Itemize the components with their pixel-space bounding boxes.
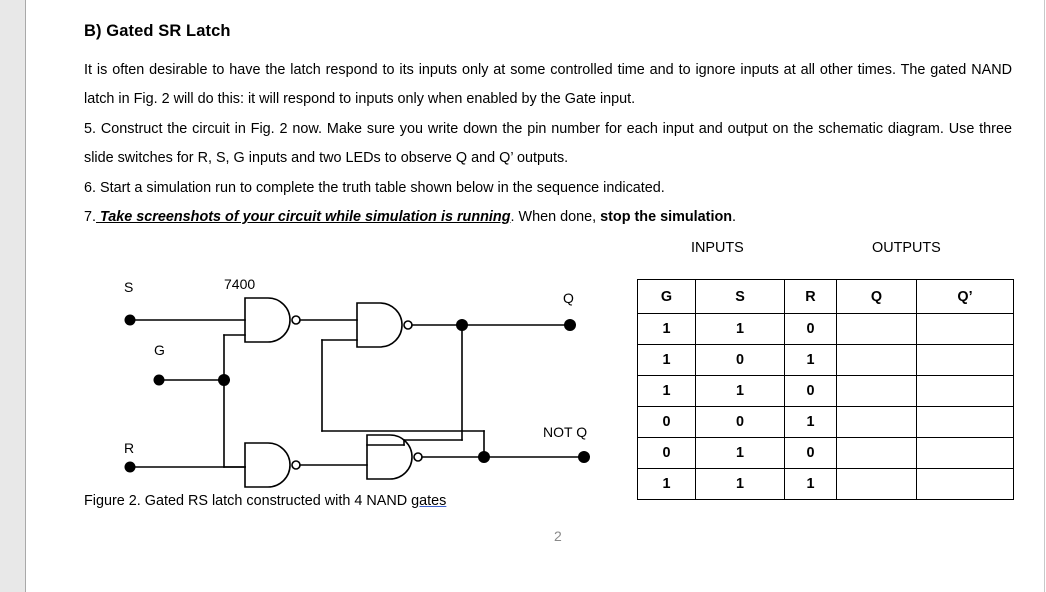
nand-gate-2 xyxy=(356,302,403,348)
junction-g xyxy=(218,374,230,386)
truth-table-cell-input: 0 xyxy=(784,375,837,407)
step-7-emphasis: Take screenshots of your circuit while s… xyxy=(96,209,511,225)
step-7-middle: . When done, xyxy=(510,209,601,225)
document-content: B) Gated SR Latch It is often desirable … xyxy=(84,0,1014,592)
paragraph-step-5-text: 5. Construct the circuit in Fig. 2 now. … xyxy=(84,121,1012,166)
truth-table-cell-output[interactable] xyxy=(916,468,1014,500)
truth-table-cell-input: 0 xyxy=(695,406,785,438)
document-left-gutter xyxy=(0,0,26,592)
step-7-number: 7. xyxy=(84,209,97,225)
truth-table-cell-input: 0 xyxy=(695,344,785,376)
truth-table-cell-input: 1 xyxy=(637,375,696,407)
truth-table-cell-input: 1 xyxy=(695,468,785,500)
label-g: G xyxy=(154,342,165,358)
truth-table-cell-output[interactable] xyxy=(836,406,917,438)
truth-table-header-S: S xyxy=(695,279,785,314)
truth-table-header-G: G xyxy=(637,279,696,314)
paragraph-step-7: 7. Take screenshots of your circuit whil… xyxy=(84,203,1012,232)
paragraph-intro-text: It is often desirable to have the latch … xyxy=(84,62,1012,107)
junction-notq xyxy=(478,451,490,463)
truth-table-cell-output[interactable] xyxy=(916,313,1014,345)
truth-table-cell-input: 0 xyxy=(637,406,696,438)
truth-table-cell-input: 1 xyxy=(695,375,785,407)
truth-table-cell-output[interactable] xyxy=(836,437,917,469)
truth-table-cell-input: 1 xyxy=(784,468,837,500)
truth-table-header-R: R xyxy=(784,279,837,314)
label-r: R xyxy=(124,440,134,456)
label-7400: 7400 xyxy=(224,276,255,292)
label-q: Q xyxy=(563,290,574,306)
truth-table-cell-input: 1 xyxy=(637,344,696,376)
terminal-r xyxy=(124,461,136,473)
truth-table-header-Q’: Q’ xyxy=(916,279,1014,314)
truth-table-cell-output[interactable] xyxy=(916,344,1014,376)
truth-table-cell-output[interactable] xyxy=(836,468,917,500)
paragraph-step-5: 5. Construct the circuit in Fig. 2 now. … xyxy=(84,115,1012,173)
junction-q xyxy=(456,319,468,331)
step-7-bold: stop the simulation xyxy=(600,209,733,225)
truth-table-cell-output[interactable] xyxy=(916,375,1014,407)
truth-table-cell-output[interactable] xyxy=(916,406,1014,438)
truth-table-cell-input: 0 xyxy=(637,437,696,469)
nand-gate-3 xyxy=(244,442,291,488)
step-7-suffix: . xyxy=(732,209,737,225)
terminal-s xyxy=(124,314,136,326)
figure-caption-text: Figure 2. Gated RS latch constructed wit… xyxy=(84,493,412,509)
truth-table-cell-input: 1 xyxy=(695,437,785,469)
label-inputs: INPUTS xyxy=(691,240,744,256)
paragraph-step-6: 6. Start a simulation run to complete th… xyxy=(84,174,1012,203)
truth-table-cell-input: 0 xyxy=(784,437,837,469)
truth-table-cell-output[interactable] xyxy=(916,437,1014,469)
nand-gate-1 xyxy=(244,297,291,343)
truth-table-cell-input: 1 xyxy=(637,313,696,345)
label-outputs: OUTPUTS xyxy=(872,240,941,256)
label-not-q: NOT Q xyxy=(543,424,587,440)
truth-table-cell-output[interactable] xyxy=(836,375,917,407)
circuit-diagram: S G R 7400 Q NOT Q xyxy=(84,255,604,500)
label-s: S xyxy=(124,279,133,295)
figure-caption-spellcheck-word: gates xyxy=(411,493,447,509)
paragraph-intro: It is often desirable to have the latch … xyxy=(84,56,1012,114)
truth-table-cell-output[interactable] xyxy=(836,344,917,376)
terminal-g xyxy=(153,374,165,386)
truth-table-cell-input: 0 xyxy=(784,313,837,345)
truth-table-cell-input: 1 xyxy=(637,468,696,500)
terminal-notq xyxy=(578,451,590,463)
truth-table-cell-output[interactable] xyxy=(836,313,917,345)
page-number: 2 xyxy=(554,528,562,544)
figure-caption: Figure 2. Gated RS latch constructed wit… xyxy=(84,493,446,509)
nand-gate-4 xyxy=(366,434,413,480)
document-page: B) Gated SR Latch It is often desirable … xyxy=(27,0,1045,592)
truth-table-cell-input: 1 xyxy=(784,406,837,438)
truth-table-cell-input: 1 xyxy=(784,344,837,376)
truth-table-cell-input: 1 xyxy=(695,313,785,345)
truth-table-header-Q: Q xyxy=(836,279,917,314)
section-heading: B) Gated SR Latch xyxy=(84,22,231,40)
truth-table-group-labels: INPUTS OUTPUTS xyxy=(637,240,1013,268)
terminal-q xyxy=(564,319,576,331)
paragraph-step-6-text: 6. Start a simulation run to complete th… xyxy=(84,180,665,196)
